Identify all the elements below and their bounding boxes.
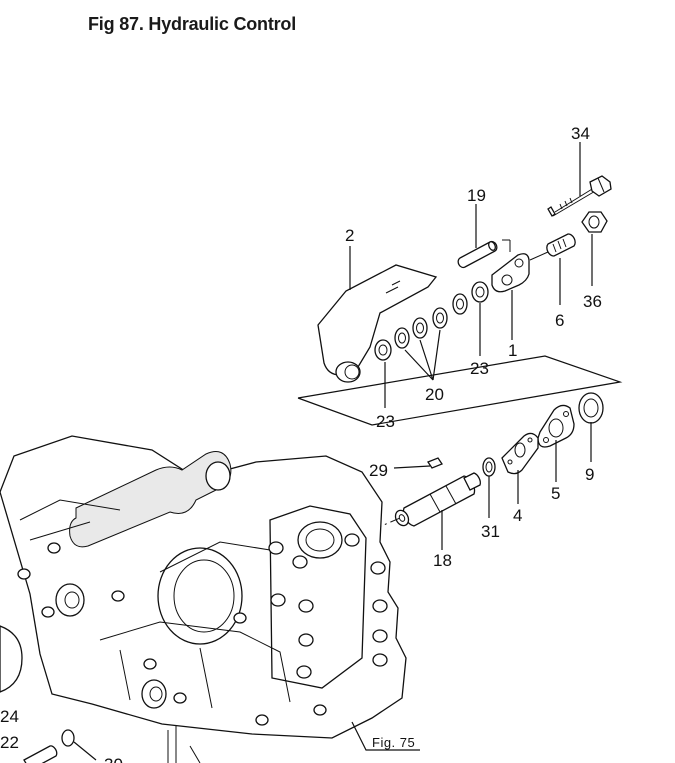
callout-2: 2 bbox=[345, 226, 354, 245]
callout-29: 29 bbox=[369, 461, 388, 480]
part-6-fitting[interactable] bbox=[529, 233, 576, 261]
callout-24: 24 bbox=[0, 707, 19, 726]
leader-30 bbox=[73, 741, 97, 761]
callout-23-left: 23 bbox=[376, 412, 395, 431]
part-30-oring[interactable] bbox=[61, 729, 75, 747]
callout-22: 22 bbox=[0, 733, 19, 752]
leader-20 bbox=[404, 329, 441, 381]
callout-20: 20 bbox=[425, 385, 444, 404]
page-title: Fig 87. Hydraulic Control bbox=[88, 14, 297, 34]
part-22-stub[interactable] bbox=[23, 745, 58, 763]
subassembly-outline bbox=[297, 355, 623, 426]
part-23-washer-right[interactable] bbox=[471, 281, 489, 303]
part-34-bolt[interactable] bbox=[547, 175, 612, 217]
callout-5: 5 bbox=[551, 484, 560, 503]
part-18-shaft[interactable] bbox=[393, 472, 481, 528]
part-31-oring[interactable] bbox=[482, 457, 496, 477]
part-1-plate[interactable] bbox=[491, 239, 530, 293]
callout-36: 36 bbox=[583, 292, 602, 311]
hydraulic-housing[interactable] bbox=[0, 435, 407, 739]
part-9-oring[interactable] bbox=[578, 392, 604, 424]
leader-fig75 bbox=[351, 721, 420, 751]
housing-bolts bbox=[17, 533, 388, 726]
callout-18: 18 bbox=[433, 551, 452, 570]
bottom-ribs bbox=[167, 726, 201, 763]
part-19-pin[interactable] bbox=[457, 240, 498, 269]
part-4-flange[interactable] bbox=[501, 432, 539, 475]
callout-23-right: 23 bbox=[470, 359, 489, 378]
part-20-washers[interactable] bbox=[394, 293, 468, 349]
part-2-bracket[interactable] bbox=[317, 264, 438, 383]
callout-9: 9 bbox=[585, 465, 594, 484]
leader-29 bbox=[393, 465, 431, 469]
figure-reference[interactable]: Fig. 75 bbox=[372, 735, 415, 750]
callout-19: 19 bbox=[467, 186, 486, 205]
callout-6: 6 bbox=[555, 311, 564, 330]
part-36-nut[interactable] bbox=[581, 211, 608, 233]
callout-34: 34 bbox=[571, 124, 590, 143]
callout-31: 31 bbox=[481, 522, 500, 541]
callout-30: 30 bbox=[104, 755, 123, 763]
part-29-key[interactable] bbox=[427, 457, 443, 469]
callout-4: 4 bbox=[513, 506, 522, 525]
part-5-gasket[interactable] bbox=[537, 404, 575, 448]
callout-1: 1 bbox=[508, 341, 517, 360]
part-23-washer-left[interactable] bbox=[374, 339, 392, 361]
